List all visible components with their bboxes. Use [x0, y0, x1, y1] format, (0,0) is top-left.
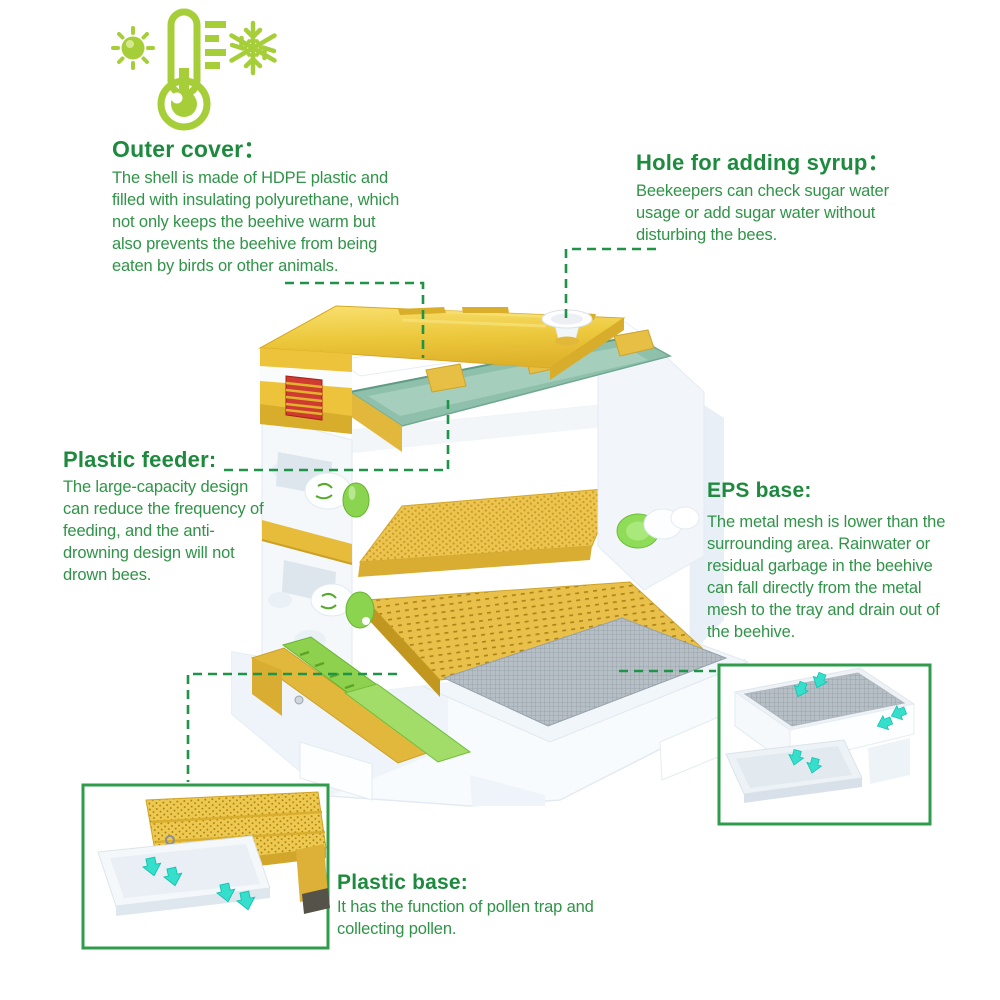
- syrup-funnel: [541, 309, 593, 346]
- plastic-base-title: Plastic base:: [337, 871, 468, 894]
- eps-base-inset: [717, 663, 932, 826]
- beehive-cutaway-illustration: [231, 305, 750, 807]
- entrance-slider: [250, 636, 472, 764]
- syrup-hole-title: Hole for adding syrup：: [636, 150, 890, 175]
- plastic-feeder-body: The large-capacity design can reduce the…: [63, 478, 264, 584]
- thermometer-icon: [157, 8, 226, 131]
- callout-connectors: [186, 247, 716, 782]
- drain-tray: [725, 739, 863, 803]
- weather-icons: [111, 8, 277, 131]
- right-wall: [597, 341, 705, 591]
- thermometer-scale: [205, 21, 226, 69]
- outer-cover-body: The shell is made of HDPE plastic and fi…: [112, 169, 400, 275]
- outer-cover-title: Outer cover：: [112, 136, 267, 162]
- sun-icon: [111, 26, 155, 70]
- syrup-hole-body: Beekeepers can check sugar water usage o…: [636, 182, 889, 244]
- plastic-feeder-connector: [224, 397, 450, 472]
- annotation-plastic-feeder: Plastic feeder: The large-capacity desig…: [63, 447, 275, 587]
- outer-cover-roof: [258, 305, 672, 452]
- annotation-plastic-base: Plastic base: It has the function of pol…: [337, 871, 619, 941]
- annotation-syrup-hole: Hole for adding syrup： Beekeepers can ch…: [636, 145, 914, 247]
- eps-base-title: EPS base:: [707, 479, 812, 502]
- snowflake-icon: [229, 20, 277, 76]
- metal-mesh: [442, 617, 728, 727]
- plastic-base-body: It has the function of pollen trap and c…: [337, 898, 594, 938]
- syrup-hole-connector: [564, 247, 656, 319]
- entrance-plug-lower: [310, 583, 375, 629]
- eps-base-body: The metal mesh is lower than the surroun…: [707, 513, 946, 641]
- entrance-plug-upper: [304, 472, 370, 518]
- side-vent-plug: [616, 506, 700, 549]
- annotation-outer-cover: Outer cover： The shell is made of HDPE p…: [112, 130, 408, 278]
- outer-cover-connector: [285, 281, 425, 358]
- plastic-feeder-title: Plastic feeder:: [63, 447, 217, 472]
- annotation-eps-base: EPS base: The metal mesh is lower than t…: [707, 479, 961, 644]
- vent-grille: [285, 375, 323, 421]
- plastic-base-inset: [81, 783, 330, 950]
